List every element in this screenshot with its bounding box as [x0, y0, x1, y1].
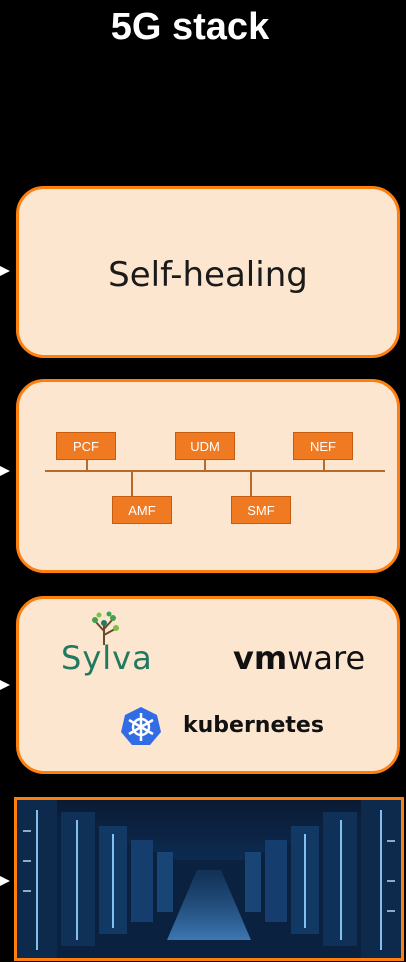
service-bus-line	[45, 470, 385, 472]
vmware-logo-bold: vm	[233, 639, 288, 677]
nf-pcf-box: PCF	[56, 432, 116, 460]
server-room-image	[17, 800, 401, 958]
bus-stub	[250, 470, 252, 496]
arrow-platform	[0, 680, 10, 690]
datacenter-layer	[14, 797, 404, 961]
kubernetes-icon	[121, 707, 161, 745]
vmware-logo-rest: ware	[287, 639, 366, 677]
nf-udm-box: UDM	[175, 432, 235, 460]
bus-stub	[131, 470, 133, 496]
nf-amf-box: AMF	[112, 496, 172, 524]
self-healing-layer: Self-healing	[16, 186, 400, 358]
arrow-network-functions	[0, 466, 10, 476]
network-functions-layer: PCF UDM NEF AMF SMF	[16, 379, 400, 573]
sylva-tree-icon	[92, 611, 119, 645]
self-healing-label: Self-healing	[108, 255, 308, 295]
nf-nef-box: NEF	[293, 432, 353, 460]
bus-stub	[86, 460, 88, 470]
arrow-datacenter	[0, 876, 10, 886]
vmware-logo: vmware	[233, 639, 365, 677]
kubernetes-logo: kubernetes	[183, 713, 324, 738]
page-title: 5G stack	[110, 6, 270, 48]
sylva-logo: Sylva	[61, 639, 153, 677]
nf-smf-box: SMF	[231, 496, 291, 524]
bus-stub	[204, 460, 206, 470]
arrow-self-healing	[0, 266, 10, 276]
platform-layer: Sylva vmware kubernetes	[16, 596, 400, 774]
bus-stub	[323, 460, 325, 470]
